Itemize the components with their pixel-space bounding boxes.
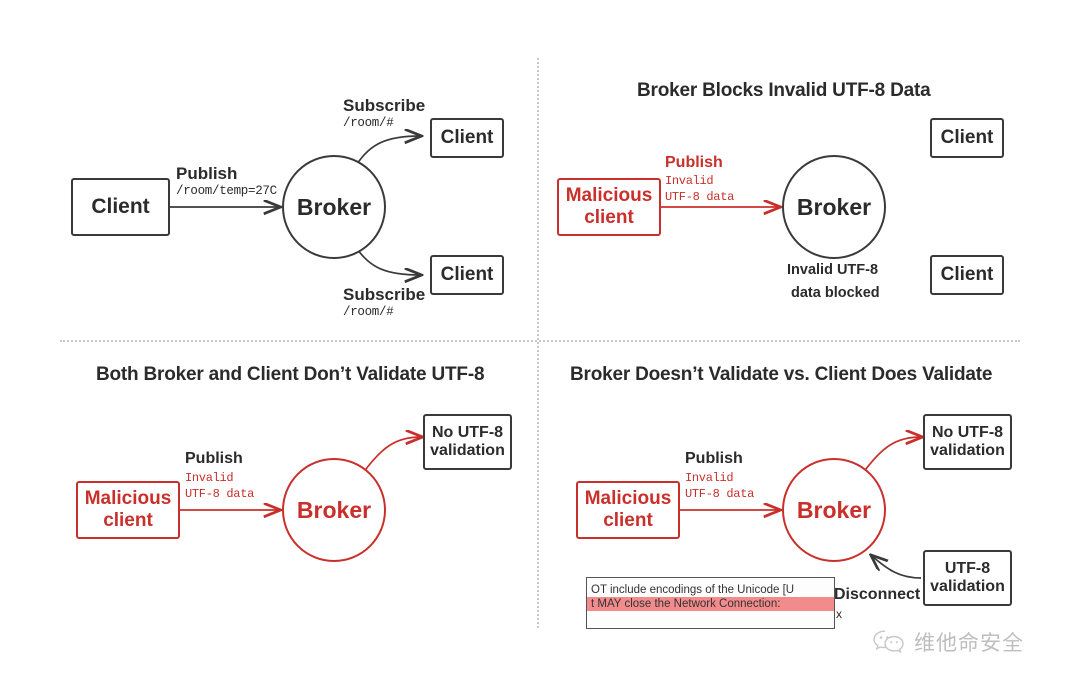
bl-broker-label: Broker — [296, 496, 372, 523]
tl-subscriber-bottom-box[interactable]: Client — [430, 255, 504, 295]
bl-malicious-client-box[interactable]: Malicious client — [76, 481, 180, 539]
br-publish-detail-line1: Invalid — [685, 471, 734, 485]
tr-client-top-label: Client — [940, 127, 994, 149]
bl-panel-title: Both Broker and Client Don’t Validate UT… — [96, 364, 485, 385]
br-broker-circle[interactable]: Broker — [782, 458, 886, 562]
watermark-text: 维他命安全 — [914, 631, 1024, 655]
br-quote-line-2-highlighted: t MAY close the Network Connection: — [587, 597, 834, 611]
tr-publish-detail-line2: UTF-8 data — [665, 190, 735, 204]
br-panel-title: Broker Doesn’t Validate vs. Client Does … — [570, 364, 993, 385]
tl-publisher-client-label: Client — [91, 194, 150, 218]
tl-subscriber-bottom-label: Client — [440, 264, 494, 286]
tr-malicious-client-line1: Malicious — [565, 185, 653, 207]
bl-broker-circle[interactable]: Broker — [282, 458, 386, 562]
arrow-bl-to-result — [362, 437, 421, 474]
tr-malicious-client-line2: client — [584, 207, 634, 228]
panel-divider-vertical — [537, 58, 539, 628]
tl-broker-label: Broker — [296, 193, 372, 220]
br-utf8-validation-line1: UTF-8 — [944, 559, 991, 577]
bl-publish-title: Publish — [185, 450, 243, 467]
bl-no-validation-line2: validation — [430, 442, 505, 459]
tr-client-top-box[interactable]: Client — [930, 118, 1004, 158]
br-no-validation-line1: No UTF-8 — [931, 423, 1004, 441]
tr-blocked-line2: data blocked — [791, 285, 880, 301]
tr-malicious-client-box[interactable]: Malicious client — [557, 178, 661, 236]
br-spec-quote-box: OT include encodings of the Unicode [U t… — [586, 577, 835, 629]
bl-no-validation-line1: No UTF-8 — [431, 423, 504, 441]
wechat-icon — [873, 630, 904, 654]
br-disconnect-sub: x — [836, 607, 842, 621]
tr-publish-detail-line1: Invalid — [665, 174, 714, 188]
tl-subscribe-top-topic: /room/# — [343, 116, 394, 130]
tl-subscriber-top-box[interactable]: Client — [430, 118, 504, 158]
tl-subscribe-top-title: Subscribe — [343, 96, 426, 115]
arrow-br-disconnect — [872, 556, 922, 579]
arrow-br-to-result-top — [862, 437, 921, 474]
br-publish-title: Publish — [685, 450, 743, 467]
br-malicious-client-line1: Malicious — [584, 488, 672, 510]
br-utf8-validation-box[interactable]: UTF-8 validation — [923, 550, 1012, 606]
br-no-validation-box[interactable]: No UTF-8 validation — [923, 414, 1012, 470]
br-malicious-client-box[interactable]: Malicious client — [576, 481, 680, 539]
tl-subscribe-bottom-title: Subscribe — [343, 285, 426, 304]
tr-broker-label: Broker — [796, 193, 872, 220]
tr-blocked-line1: Invalid UTF-8 — [787, 262, 879, 278]
tr-client-bottom-label: Client — [940, 264, 994, 286]
tr-client-bottom-box[interactable]: Client — [930, 255, 1004, 295]
tr-panel-title: Broker Blocks Invalid UTF-8 Data — [637, 80, 931, 101]
br-malicious-client-line2: client — [603, 510, 653, 531]
br-disconnect-label: Disconnect — [834, 586, 921, 603]
tl-subscriber-top-label: Client — [440, 127, 494, 149]
br-no-validation-line2: validation — [930, 442, 1005, 459]
tl-subscribe-bottom-topic: /room/# — [343, 305, 394, 319]
watermark: 维他命安全 — [872, 627, 1024, 657]
br-publish-detail-line2: UTF-8 data — [685, 487, 755, 501]
bl-no-validation-box[interactable]: No UTF-8 validation — [423, 414, 512, 470]
tl-publish-title: Publish — [176, 164, 238, 183]
bl-publish-detail-line1: Invalid — [185, 471, 234, 485]
panel-divider-horizontal — [60, 340, 1020, 342]
tl-publish-topic: /room/temp=27C — [176, 184, 277, 198]
br-utf8-validation-line2: validation — [930, 578, 1005, 595]
tl-broker-circle[interactable]: Broker — [282, 155, 386, 259]
bl-malicious-client-line1: Malicious — [84, 488, 172, 510]
br-quote-line-1: OT include encodings of the Unicode [U — [591, 584, 795, 596]
tr-broker-circle[interactable]: Broker — [782, 155, 886, 259]
tl-publisher-client-box[interactable]: Client — [71, 178, 170, 236]
br-broker-label: Broker — [796, 496, 872, 523]
bl-malicious-client-line2: client — [103, 510, 153, 531]
bl-publish-detail-line2: UTF-8 data — [185, 487, 255, 501]
tr-publish-title: Publish — [665, 154, 723, 171]
